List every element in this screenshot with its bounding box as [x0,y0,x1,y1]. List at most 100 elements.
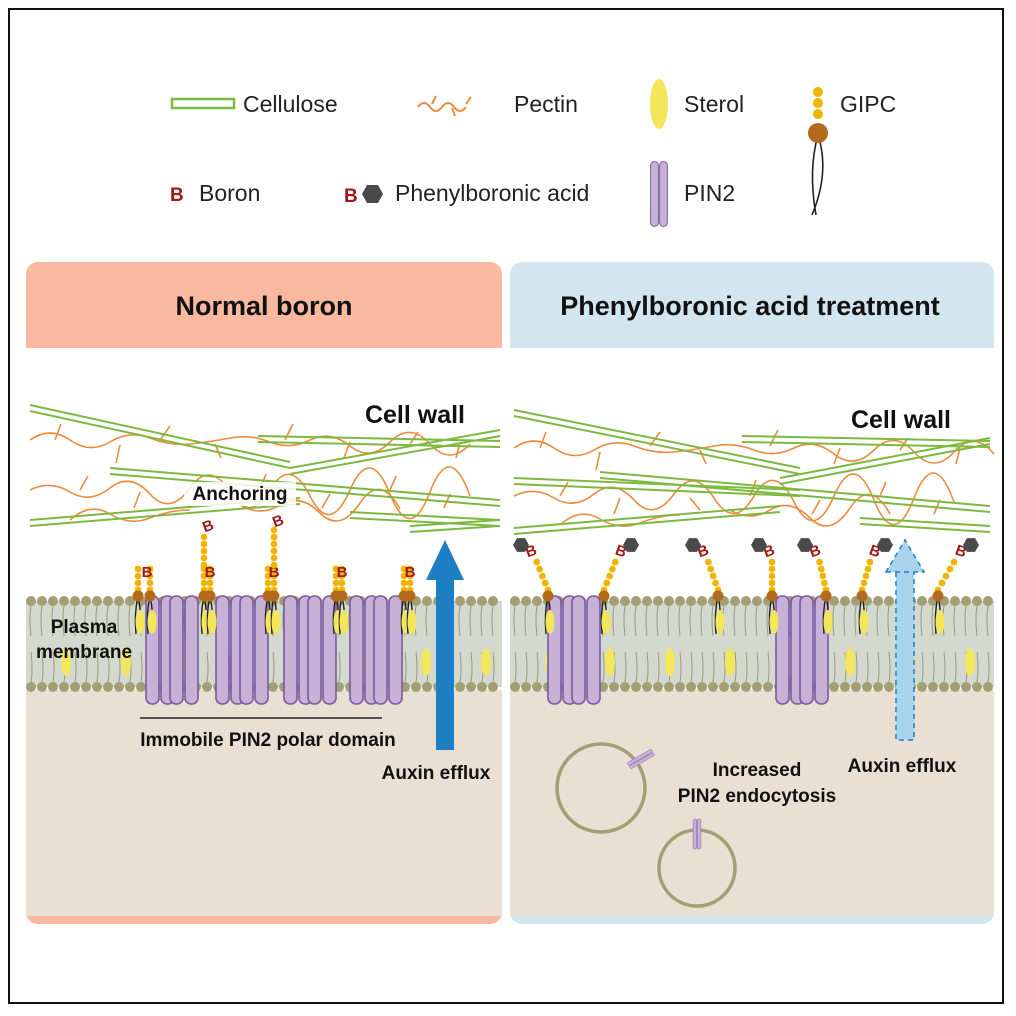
legend-pin2-label: PIN2 [684,180,735,206]
boron-icon: B [170,185,184,206]
lipid-head [862,682,872,692]
gipc-head [144,590,156,602]
lipid-head [125,596,135,606]
right-cellulose [513,409,991,535]
sterol [935,610,945,634]
gipc-head [766,590,778,602]
left-auxin-label: Auxin efflux [382,763,491,784]
sterol [965,648,975,676]
lipid-head [840,596,850,606]
sterol [715,610,725,634]
right-panel-title: Phenylboronic acid treatment [560,291,940,321]
lipid-head [631,682,641,692]
lipid-head [664,682,674,692]
lipid-head [125,682,135,692]
lipid-head [103,682,113,692]
gipc-head [598,590,610,602]
lipid-head [48,596,58,606]
lipid-head [675,682,685,692]
lipid-head [752,596,762,606]
lipid-head [752,682,762,692]
lipid-head [37,596,47,606]
lipid-head [972,682,982,692]
endocytosis-label-line2: PIN2 endocytosis [678,786,836,807]
lipid-head [741,682,751,692]
lipid-head [686,682,696,692]
polar-domain-label: Immobile PIN2 polar domain [140,730,396,751]
lipid-head [59,596,69,606]
sterol [135,610,145,634]
lipid-head [730,596,740,606]
phenyl-hexagon [797,538,813,552]
lipid-head [697,596,707,606]
lipid-head [961,682,971,692]
sterol [823,610,833,634]
lipid-head [26,682,36,692]
lipid-head [609,596,619,606]
phenylboronic-b-icon: B [344,186,358,207]
legend-cellulose: Cellulose [170,91,338,117]
lipid-head [103,596,113,606]
lipid-head [532,596,542,606]
legend-boron-label: Boron [199,180,260,206]
lipid-head [983,682,993,692]
pectin-icon [417,95,472,117]
lipid-head [928,682,938,692]
phenyl-hexagon [623,538,639,552]
lipid-head [917,596,927,606]
sterol [601,610,611,634]
boron-symbol: B [205,564,216,581]
lipid-head [873,682,883,692]
lipid-head [620,682,630,692]
right-auxin-label: Auxin efflux [848,756,957,777]
sterol [665,648,675,676]
anchoring-label: Anchoring [193,484,288,505]
lipid-head [37,682,47,692]
legend-pin2: PIN2 [650,161,735,227]
lipid-head [48,682,58,692]
sterol [407,610,417,634]
lipid-head [972,596,982,606]
lipid-head [620,596,630,606]
boron-symbol: B [269,564,280,581]
left-cell-wall-label: Cell wall [365,401,465,429]
lipid-head [411,682,421,692]
sterol [605,648,615,676]
legend-boron: B Boron [170,180,260,206]
right-auxin-arrow [884,538,926,741]
right-pectin [513,429,995,527]
lipid-head [840,682,850,692]
sterol [207,610,217,634]
lipid-head [521,596,531,606]
lipid-head [939,682,949,692]
sterol [545,610,555,634]
legend-phenylboronic-label: Phenylboronic acid [395,180,589,206]
lipid-head [983,596,993,606]
legend-pectin-label: Pectin [514,91,578,117]
lipid-head [477,596,487,606]
lipid-head [521,682,531,692]
lipid-head [642,682,652,692]
lipid-head [829,596,839,606]
sterol [769,610,779,634]
lipid-head [719,682,729,692]
lipid-head [136,682,146,692]
lipid-head [741,596,751,606]
plasma-label-line2: membrane [36,642,132,663]
gipc-head [856,590,868,602]
gipc-head [268,590,280,602]
endocytic-vesicle-1 [555,742,656,834]
lipid-head [664,596,674,606]
sterol [147,610,157,634]
sterol [859,610,869,634]
lipid-head [92,682,102,692]
right-cell-wall-label: Cell wall [851,406,951,434]
lipid-head [488,682,498,692]
lipid-head [466,596,476,606]
lipid-head [202,682,212,692]
phenyl-hexagon [513,538,529,552]
left-panel: Normal boron Cell wall Anchoring [26,262,502,924]
lipid-head [455,682,465,692]
